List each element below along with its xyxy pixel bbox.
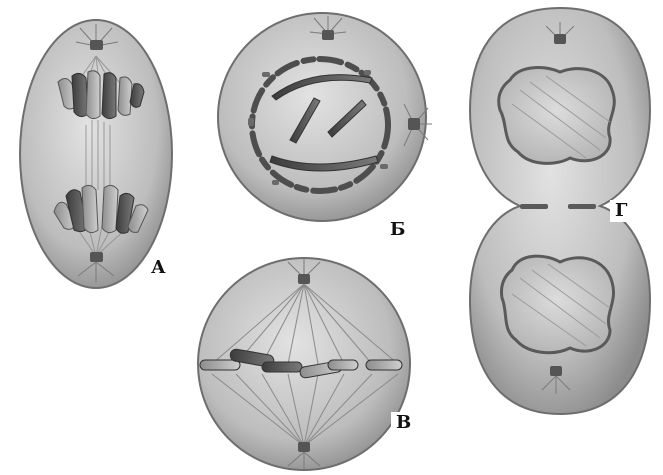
cell-g-centriole-top bbox=[554, 34, 566, 44]
label-a: А bbox=[146, 257, 171, 279]
cell-a-centriole-top bbox=[90, 40, 103, 50]
cell-v-centriole-bottom bbox=[298, 442, 310, 452]
label-b: Б bbox=[385, 219, 410, 241]
cell-a-anaphase bbox=[20, 20, 172, 288]
cell-a-centriole-bottom bbox=[90, 252, 103, 262]
cell-b-prophase bbox=[218, 13, 432, 221]
cell-v-centriole-top bbox=[298, 274, 310, 284]
cell-g-centriole-bottom bbox=[550, 366, 562, 376]
cell-v-metaphase bbox=[198, 258, 410, 470]
cell-b-centriole-top bbox=[322, 30, 334, 40]
label-g: Г bbox=[610, 200, 632, 222]
cell-b-centriole-right bbox=[408, 118, 420, 130]
label-v: В bbox=[391, 412, 416, 434]
cell-g-nucleus-upper bbox=[499, 68, 615, 164]
